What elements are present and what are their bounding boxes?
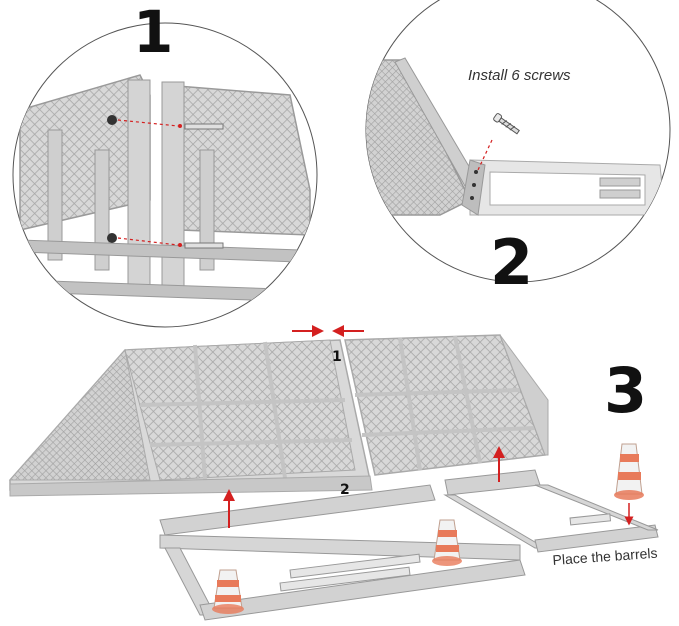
right-mesh-panel — [164, 84, 311, 236]
screw-hole — [474, 170, 478, 174]
right-base-side-rail — [443, 494, 547, 549]
step2-detail — [365, 0, 671, 283]
left-ramp-base-edge — [9, 475, 373, 497]
left-ramp-rib — [193, 344, 207, 481]
right-ramp-rib — [361, 426, 536, 437]
ramp-mesh — [366, 59, 472, 216]
left-ramp-rib — [139, 398, 346, 407]
barrel-icon — [614, 443, 644, 500]
screw-hole — [470, 196, 474, 200]
left-base-back-rail — [199, 559, 526, 621]
screw-hole — [472, 183, 476, 187]
barrel-icon — [212, 569, 244, 614]
left-frame-post — [94, 149, 110, 271]
left-ramp-side-mesh — [8, 348, 151, 481]
step-number-3: 3 — [604, 354, 648, 427]
junction-label-1: 1 — [332, 349, 342, 365]
screw-icon — [493, 113, 520, 135]
left-ramp-mesh — [124, 339, 356, 481]
bolt-icon — [184, 242, 224, 249]
install-screws-note: Install 6 screws — [468, 67, 571, 84]
base-slot — [289, 553, 421, 579]
frame-slot — [599, 177, 641, 187]
frame-bracket — [461, 159, 486, 216]
hole-marker — [178, 243, 182, 247]
right-ramp-rib — [354, 388, 521, 397]
right-base-front-rail — [444, 469, 541, 496]
alignment-line — [117, 119, 179, 127]
left-ramp-rib — [149, 438, 353, 447]
frame-slot — [599, 189, 641, 199]
step-number-2: 2 — [490, 226, 534, 299]
left-base-side-rail — [159, 534, 521, 561]
right-base-back-rail — [534, 524, 659, 553]
left-frame-post — [47, 129, 63, 261]
left-ramp-rib — [263, 341, 287, 479]
step3-assembly — [8, 325, 659, 621]
nut-icon — [107, 115, 117, 125]
junction-label-2: 2 — [340, 482, 350, 498]
hole-marker — [178, 124, 182, 128]
barrel-icon — [432, 519, 462, 566]
right-frame-post — [199, 149, 215, 271]
nut-icon — [107, 233, 117, 243]
right-ramp-rib — [453, 335, 482, 464]
base-frame-opening — [489, 171, 646, 206]
step-number-1: 1 — [133, 0, 174, 66]
bolt-icon — [184, 123, 224, 130]
base-slot — [569, 513, 612, 526]
right-ramp-end — [499, 334, 549, 456]
base-slot — [279, 566, 411, 592]
step1-detail — [12, 22, 318, 328]
alignment-line — [117, 237, 179, 246]
right-ramp-rib — [398, 337, 422, 471]
